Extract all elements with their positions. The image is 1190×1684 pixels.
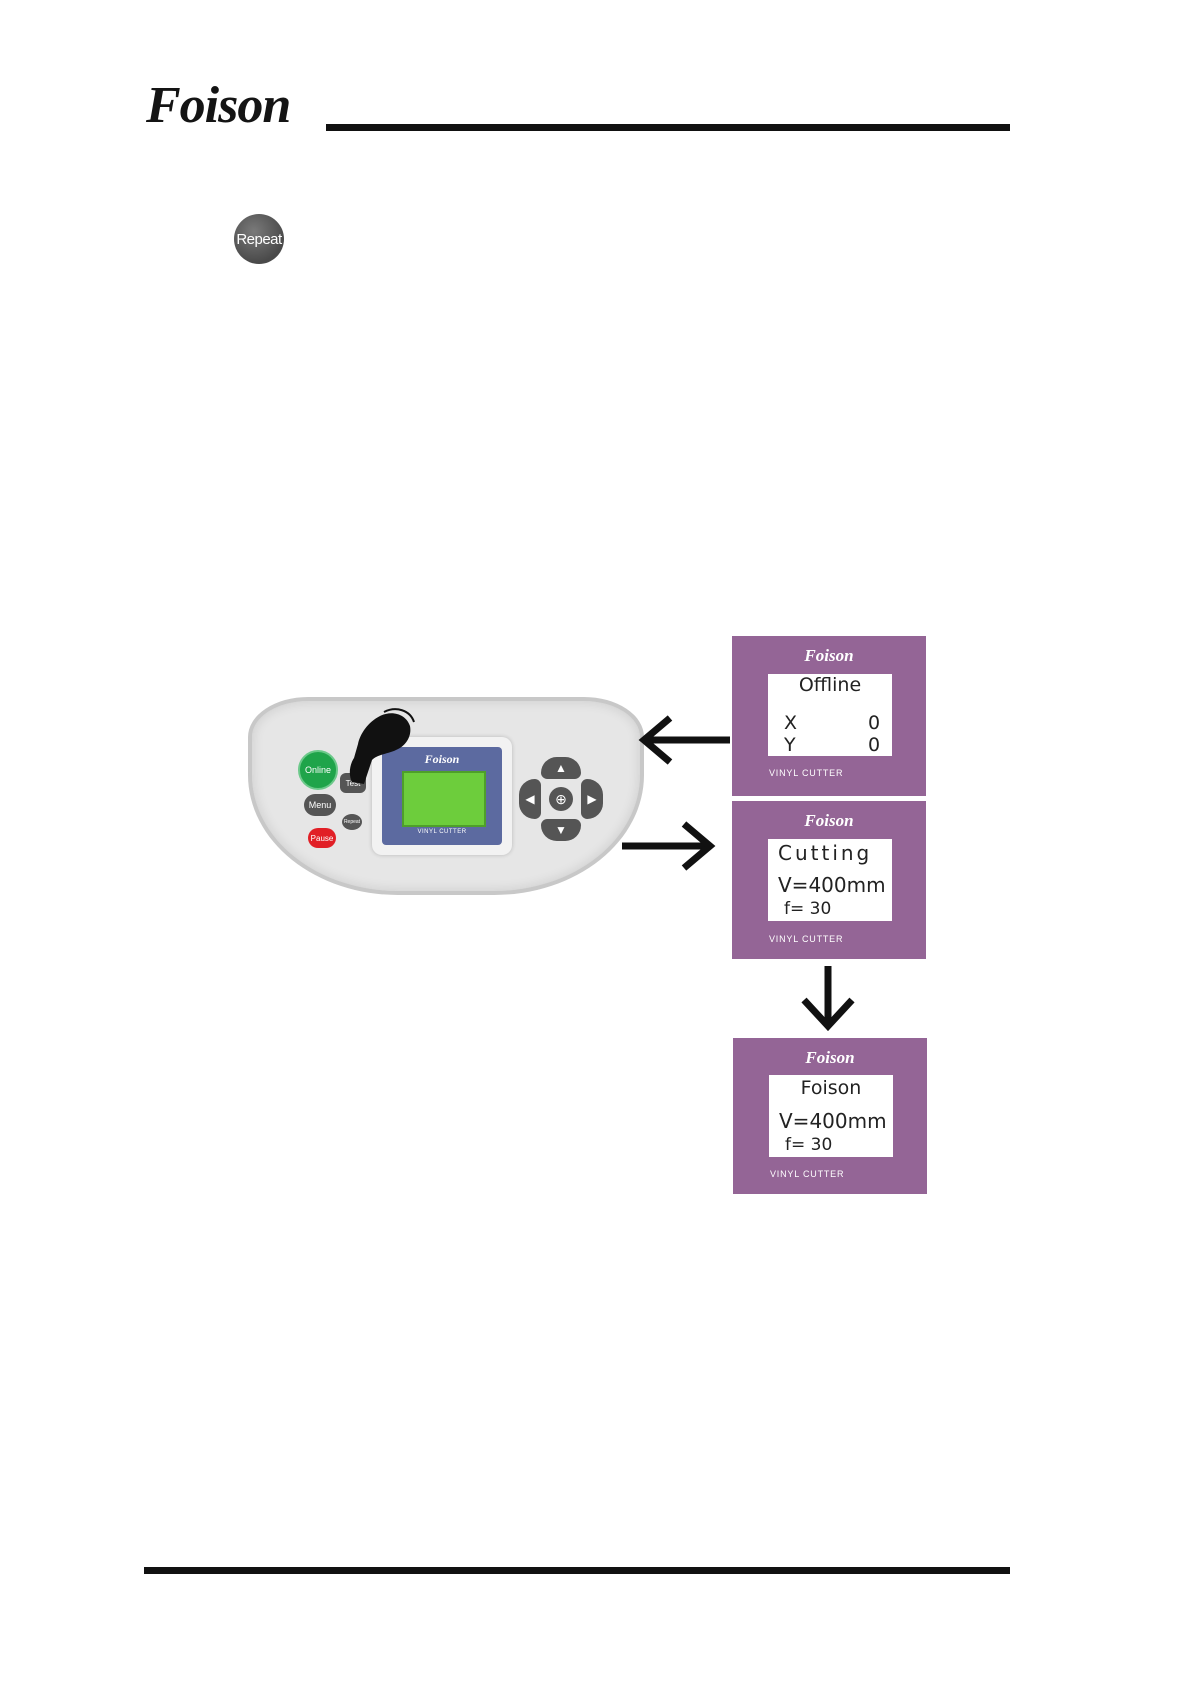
lcd-brand: Foison bbox=[732, 646, 926, 666]
lcd-x-label: X bbox=[784, 712, 797, 734]
lcd-line-1: Offline bbox=[768, 674, 892, 696]
menu-button: Menu bbox=[304, 794, 336, 816]
lcd-line-2: V=400mm bbox=[779, 1109, 887, 1133]
lcd-line-3: f= 30 bbox=[785, 1135, 832, 1155]
down-arrow-icon: ▼ bbox=[541, 819, 581, 841]
lcd-offline-panel: Foison Offline X 0 Y 0 VINYL CUTTER bbox=[732, 636, 926, 796]
right-arrow-icon bbox=[620, 820, 720, 872]
right-arrow-icon: ▶ bbox=[581, 779, 603, 819]
online-button: Online bbox=[298, 750, 338, 790]
lcd-y-label: Y bbox=[784, 734, 796, 756]
pointing-hand-icon bbox=[344, 704, 416, 786]
foison-logo: Foison bbox=[146, 80, 290, 132]
lcd-screen: Cutting V=400mm f= 30 bbox=[768, 839, 892, 921]
panel-subtitle: VINYL CUTTER bbox=[382, 829, 502, 835]
lcd-cutting-panel: Foison Cutting V=400mm f= 30 VINYL CUTTE… bbox=[732, 801, 926, 959]
lcd-brand: Foison bbox=[732, 811, 926, 831]
lcd-subtitle: VINYL CUTTER bbox=[769, 768, 843, 778]
lcd-subtitle: VINYL CUTTER bbox=[770, 1169, 844, 1179]
footer-rule bbox=[144, 1567, 1010, 1574]
crosshair-icon: ⊕ bbox=[549, 787, 573, 811]
left-arrow-icon bbox=[636, 714, 732, 766]
control-panel: Online Test Menu Repeat Pause Foison VIN… bbox=[248, 697, 644, 895]
direction-pad: ▲ ▼ ◀ ▶ ⊕ bbox=[519, 757, 603, 841]
lcd-line-1: Foison bbox=[769, 1077, 893, 1099]
pause-button: Pause bbox=[308, 828, 336, 848]
repeat-button-small: Repeat bbox=[342, 814, 362, 830]
lcd-y-value: 0 bbox=[868, 734, 880, 756]
left-arrow-icon: ◀ bbox=[519, 779, 541, 819]
up-arrow-icon: ▲ bbox=[541, 757, 581, 779]
lcd-screen: Offline X 0 Y 0 bbox=[768, 674, 892, 756]
lcd-line-1: Cutting bbox=[778, 841, 872, 865]
lcd-x-value: 0 bbox=[868, 712, 880, 734]
lcd-screen: Foison V=400mm f= 30 bbox=[769, 1075, 893, 1157]
lcd-line-2: V=400mm bbox=[778, 873, 886, 897]
lcd-foison-panel: Foison Foison V=400mm f= 30 VINYL CUTTER bbox=[733, 1038, 927, 1194]
header-rule bbox=[326, 124, 1010, 131]
lcd-line-3: f= 30 bbox=[784, 899, 831, 919]
repeat-button-icon: Repeat bbox=[234, 214, 284, 264]
lcd-subtitle: VINYL CUTTER bbox=[769, 934, 843, 944]
lcd-brand: Foison bbox=[733, 1048, 927, 1068]
down-arrow-icon bbox=[800, 964, 856, 1036]
